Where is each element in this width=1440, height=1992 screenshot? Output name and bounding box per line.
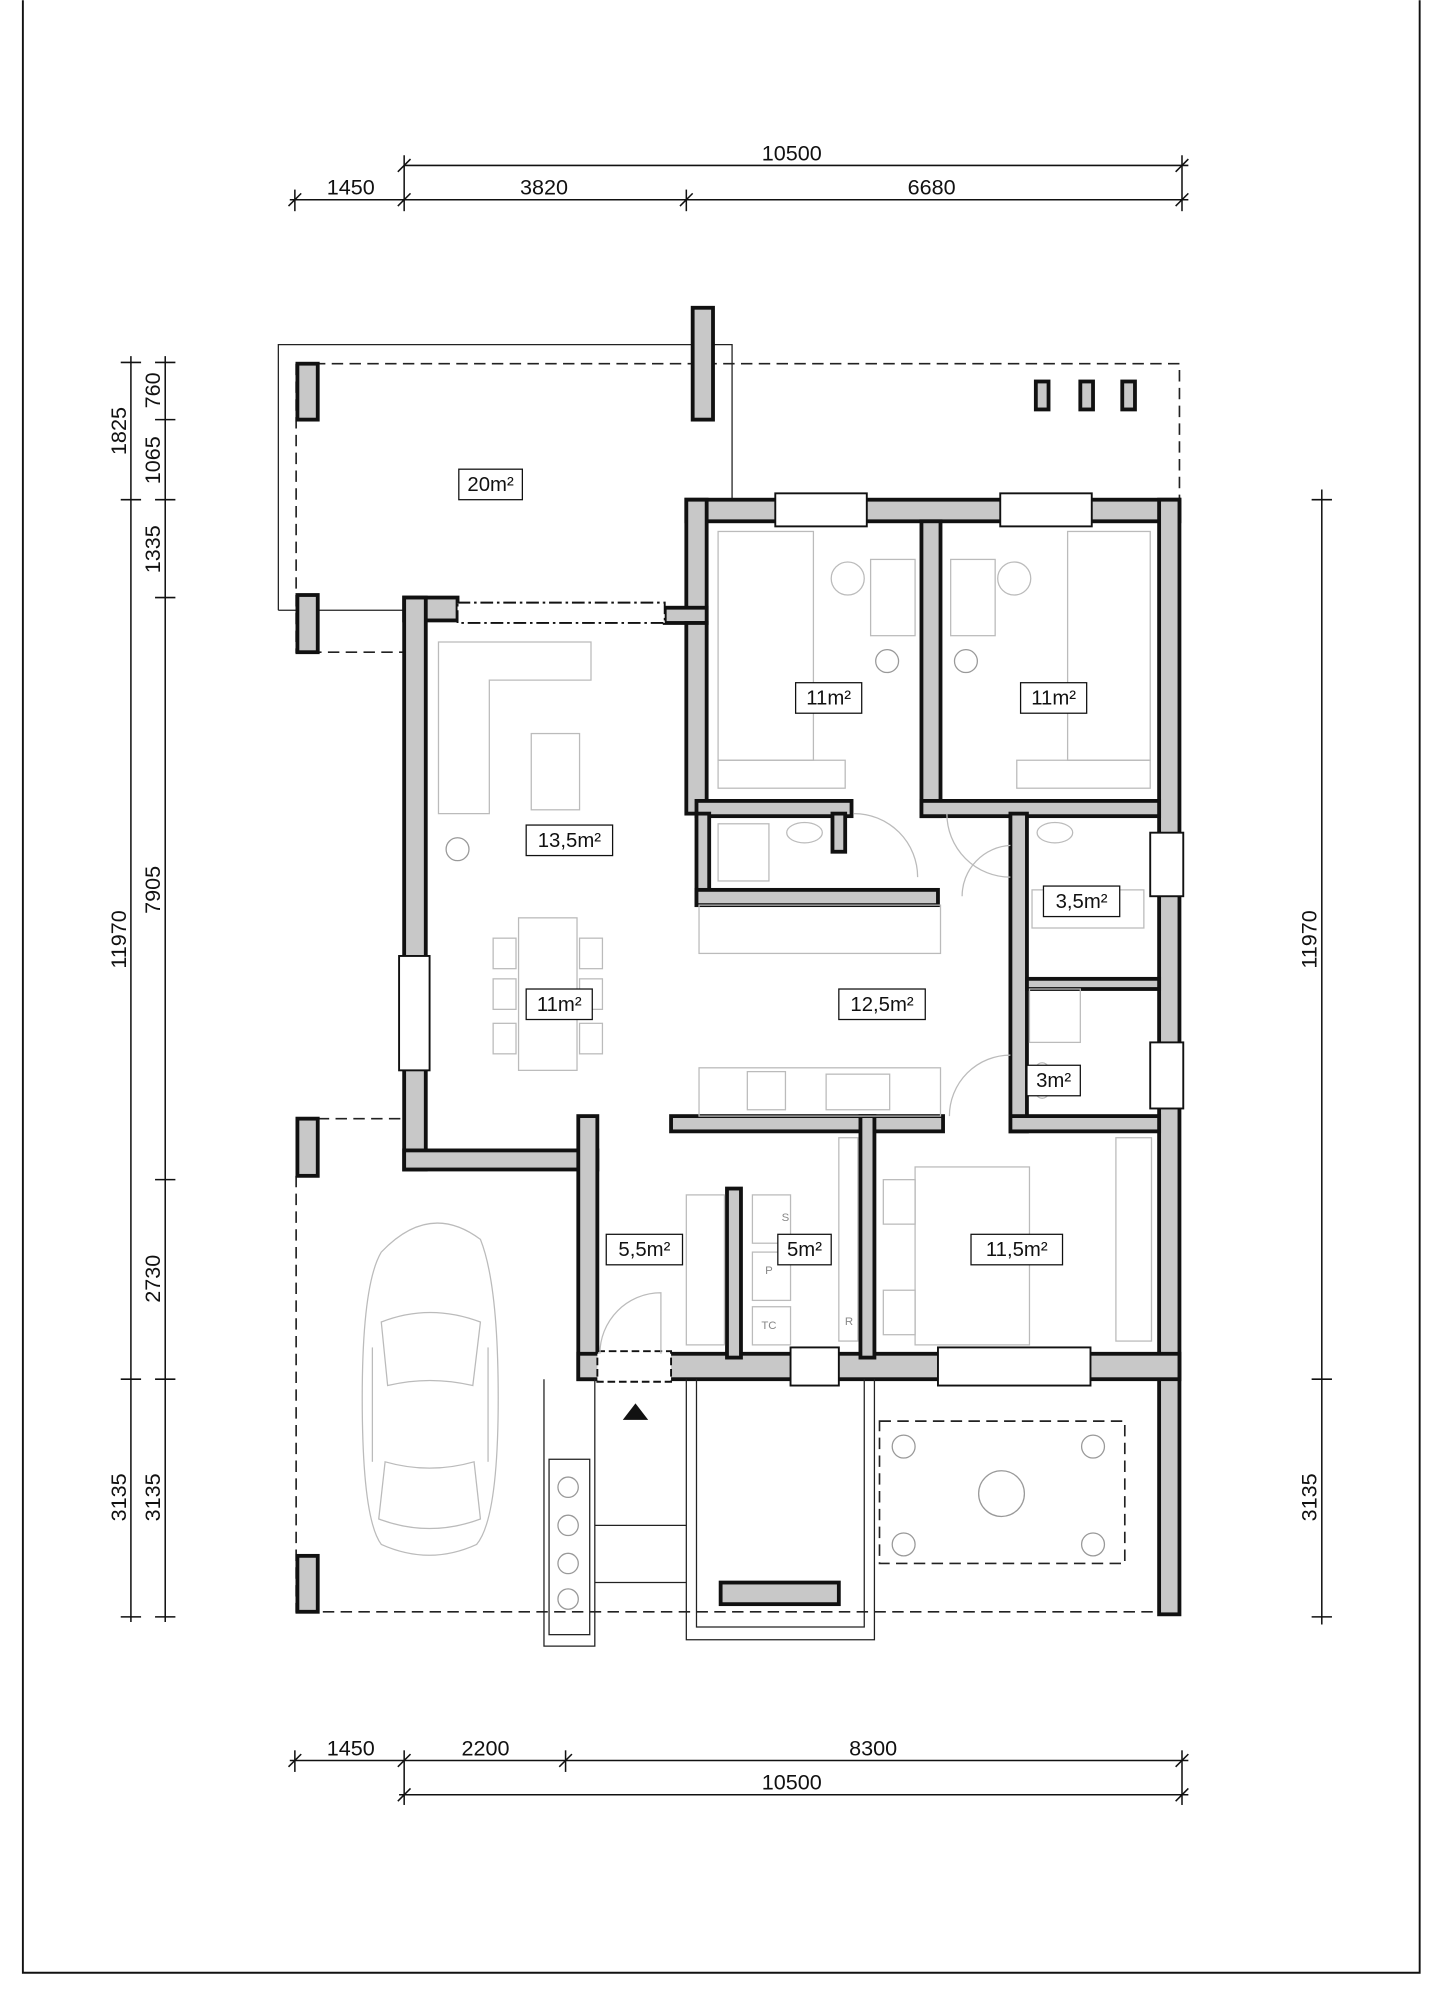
area-dining: 11m² [537, 994, 582, 1016]
entrance-arrow-icon [622, 1403, 649, 1420]
area-hall: 5,5m² [618, 1239, 670, 1261]
dim-right-1: 11970 [1297, 910, 1322, 968]
dim-top-1: 1450 [327, 175, 375, 200]
area-bedroom-3: 11,5m² [986, 1239, 1048, 1261]
top-dimensions: 10500 1450 3820 6680 [287, 140, 1189, 212]
stove-icon [746, 1070, 787, 1111]
area-terrace-top: 20m² [467, 474, 514, 496]
bottom-dimensions: 1450 2200 8300 10500 [287, 1735, 1189, 1805]
pergola-column [690, 305, 715, 422]
door-swing [961, 844, 1011, 897]
room-labels: 20m² 11m² 11m² 13,5m² 11m² 12,5m² 3,5m² … [458, 468, 1121, 1266]
dim-left-inner-1: 760 [140, 372, 165, 408]
dim-bottom-3: 8300 [849, 1735, 897, 1760]
washer-mark: S [782, 1212, 790, 1224]
utility-marks: S P TC R [761, 1212, 853, 1332]
coffee-table-icon [530, 732, 581, 811]
dim-right-2: 3135 [1297, 1473, 1322, 1521]
dim-left-outer-2: 11970 [106, 910, 131, 968]
wardrobe-icon [1115, 1137, 1153, 1342]
dim-left-inner-2: 1065 [140, 436, 165, 484]
post [1033, 379, 1051, 412]
planter [548, 1458, 591, 1636]
dim-bottom-2: 2200 [461, 1735, 509, 1760]
bench [718, 1580, 841, 1607]
area-utility: 5m² [787, 1239, 822, 1261]
dim-top-2: 3820 [520, 175, 568, 200]
dim-left-inner-3: 1335 [140, 525, 165, 573]
kitchen-counter-icon [698, 1067, 942, 1117]
dim-left-inner-6: 3135 [140, 1473, 165, 1521]
garden-terrace [878, 1420, 1126, 1565]
pergola-column [295, 361, 320, 422]
boiler-mark: TC [761, 1320, 776, 1332]
carport-column [295, 1116, 320, 1178]
post [1120, 379, 1137, 412]
shower-icon [1028, 988, 1081, 1044]
carport [295, 1116, 1160, 1614]
windows [398, 492, 1185, 1387]
dim-left-outer-1: 1825 [106, 407, 131, 455]
car-icon [361, 1222, 499, 1556]
area-bedroom-2: 11m² [1031, 688, 1076, 710]
door-swing [948, 1054, 1011, 1117]
dim-left-inner-4: 7905 [140, 866, 165, 914]
dim-bottom-1: 1450 [327, 1735, 375, 1760]
dim-top-3: 6680 [908, 175, 956, 200]
walls [402, 497, 1182, 1617]
plant-icon [445, 649, 1106, 1610]
door-swing [854, 812, 919, 878]
toilet-icon [717, 823, 770, 882]
post [1078, 379, 1095, 412]
sofa-icon [437, 641, 592, 815]
dim-left-outer-3: 3135 [106, 1473, 131, 1521]
area-bedroom-1: 11m² [806, 688, 851, 710]
sink-icon [825, 1073, 891, 1111]
area-wc: 3m² [1036, 1070, 1071, 1092]
door-swing [599, 1292, 662, 1354]
r-mark: R [845, 1316, 853, 1328]
dim-left-inner-5: 2730 [140, 1255, 165, 1303]
entrance-area [445, 649, 1126, 1647]
dim-top-total: 10500 [762, 140, 822, 165]
right-dimensions: 11970 3135 [1297, 489, 1332, 1625]
carport-column [295, 1553, 320, 1614]
dim-bottom-total: 10500 [762, 1770, 822, 1795]
area-kitchen-hall: 12,5m² [850, 994, 913, 1016]
area-living: 13,5m² [538, 830, 601, 852]
dryer-mark: P [765, 1265, 773, 1277]
bed-icon [717, 530, 815, 761]
left-dimensions: 1825 11970 3135 760 1065 1335 7905 2730 … [106, 356, 176, 1622]
sheet-frame [21, 0, 1421, 1974]
door-swing [946, 813, 1011, 878]
pergola [277, 305, 1181, 655]
wardrobe-icon [685, 1194, 726, 1346]
pergola-column [295, 593, 320, 655]
area-bathroom: 3,5m² [1056, 891, 1108, 913]
bed-icon [1066, 530, 1151, 761]
furniture [437, 530, 1153, 1354]
